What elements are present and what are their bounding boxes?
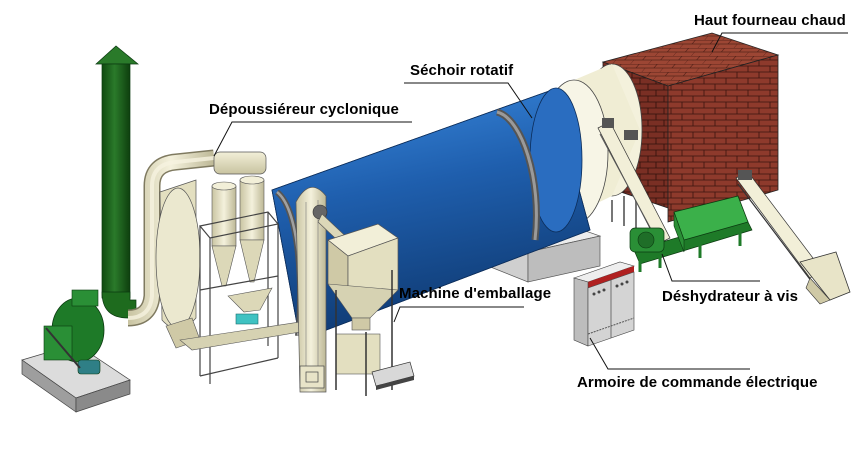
leader-hot-furnace	[711, 32, 848, 53]
chimney-cap	[95, 45, 139, 65]
packaging-machine	[327, 223, 415, 396]
dryer-riding-ring	[495, 108, 540, 241]
cyclone-dust-collector	[155, 151, 313, 384]
label-rotary-dryer: Séchoir rotatif	[410, 62, 514, 79]
electric-control-cabinet	[573, 261, 635, 347]
leader-cabinet	[589, 337, 750, 370]
label-screw-dewatering: Déshydrateur à vis	[662, 288, 799, 305]
leader-rotary-dryer	[404, 82, 533, 119]
leader-lines	[213, 32, 848, 370]
chimney-stack	[95, 45, 139, 319]
feed-hopper	[799, 251, 851, 301]
leader-cyclone	[213, 121, 412, 157]
induced-draft-fan	[21, 289, 131, 413]
label-hot-furnace: Haut fourneau chaud	[694, 12, 846, 29]
label-cyclone-dust-collector: Dépoussiéreur cyclonique	[209, 101, 399, 118]
inclined-conveyor-left	[597, 118, 671, 247]
label-packaging-machine: Machine d'emballage	[399, 285, 552, 302]
leader-dewatering	[661, 253, 760, 282]
label-electric-control-cabinet: Armoire de commande électrique	[577, 374, 818, 391]
screw-dewatering-machine	[629, 195, 753, 272]
leader-packaging	[393, 306, 524, 323]
air-duct	[127, 149, 215, 327]
inclined-conveyor-right	[735, 170, 851, 305]
